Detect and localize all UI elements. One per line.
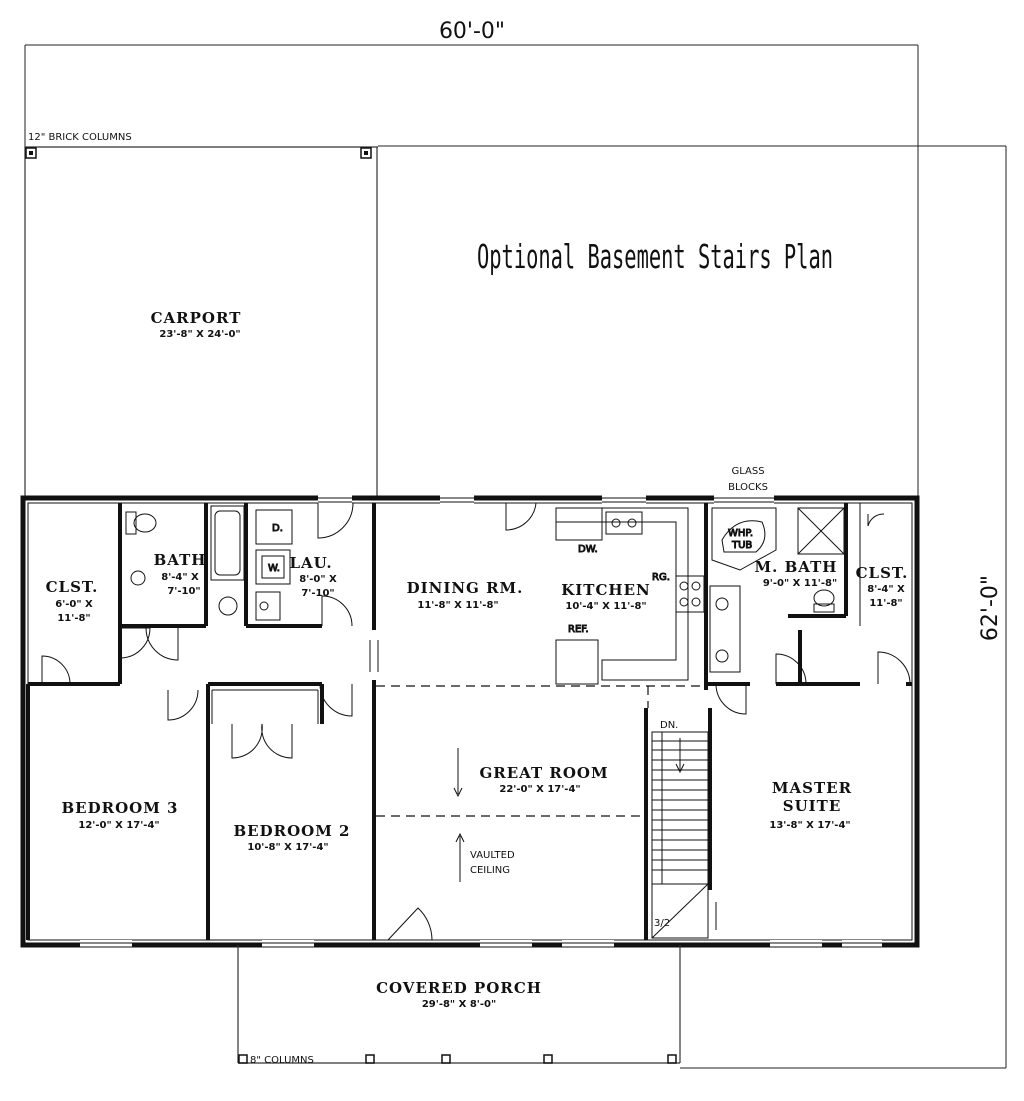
depth-dimension: 62'-0" [378,145,1007,1069]
glass-blocks-label-2: BLOCKS [728,482,768,493]
vaulted-label: VAULTED [470,850,515,861]
kitchen-size: 10'-4" X 11'-8" [565,601,646,612]
dining-size: 11'-8" X 11'-8" [417,600,498,611]
master-suite-name-2: SUITE [783,797,842,815]
whirlpool-tub [711,507,777,571]
room-divisions [376,685,706,817]
porch-column [441,1054,451,1064]
exterior-walls [20,495,920,950]
laundry-size-2: 7'-10" [301,588,334,599]
brick-columns-note: 12" BRICK COLUMNS [28,132,132,143]
clst-right-size-2: 11'-8" [869,598,902,609]
bath-size-1: 8'-4" X [161,572,199,583]
tub-label: TUB [731,540,752,551]
master-bath-size: 9'-0" X 11'-8" [763,578,837,589]
bath-name: BATH [154,551,207,569]
clst-right-name: CLST. [856,564,909,582]
stairs-fraction-label: 3/2 [654,918,670,929]
laundry-name: LAU. [289,554,332,572]
covered-porch: 8" COLUMNS COVERED PORCH 29'-8" X 8'-0" [237,945,681,1066]
porch-column [543,1054,553,1064]
master-bath-fixtures: WHP. TUB [709,507,845,673]
master-suite-name: MASTER [772,779,852,797]
dryer-label: D. [272,523,283,534]
covered-porch-name: COVERED PORCH [376,979,542,997]
vaulted-arrows [453,748,465,882]
porch-column [238,1054,248,1064]
bath-size-2: 7'-10" [167,586,200,597]
great-room-name: GREAT ROOM [479,764,608,782]
ceiling-label: CEILING [470,865,510,876]
interior-walls [26,503,912,940]
master-suite-size: 13'-8" X 17'-4" [769,820,850,831]
depth-dimension-label: 62'-0" [978,575,1003,641]
bedroom-3-name: BEDROOM 3 [62,799,179,817]
width-dimension: 60'-0" [24,19,919,500]
porch-columns-note: 8" COLUMNS [250,1055,314,1066]
carport-size: 23'-8" X 24'-0" [159,329,240,340]
kitchen-name: KITCHEN [561,581,650,599]
porch-column [667,1054,677,1064]
doors [41,502,911,941]
porch-column [365,1054,375,1064]
room-labels: GLASS BLOCKS CLST. 6'-0" X 11'-8" BATH 8… [46,466,909,876]
stairs-down-label: DN. [660,720,678,731]
brick-column [360,147,372,159]
bedroom-2-size: 10'-8" X 17'-4" [247,842,328,853]
clst-left-name: CLST. [46,578,99,596]
great-room-size: 22'-0" X 17'-4" [499,784,580,795]
carport-name: CARPORT [151,309,242,327]
dryer [255,509,293,545]
dining-name: DINING RM. [407,579,524,597]
stairs: DN. 3/2 [651,720,717,939]
master-bath-name: M. BATH [755,558,838,576]
clst-left-size-2: 11'-8" [57,613,90,624]
range-label: RG. [652,572,670,583]
whirlpool-label: WHP. [728,528,753,539]
clst-left-size-1: 6'-0" X [55,599,93,610]
basement-plan-note: Optional Basement Stairs Plan [477,237,833,276]
glass-blocks-label: GLASS [731,466,764,477]
clst-right-size-1: 8'-4" X [867,584,905,595]
refrigerator [555,639,599,685]
dishwasher-label: DW. [578,544,598,555]
bath-fixtures: D. W. [125,505,293,621]
range [675,575,705,613]
carport-area: 12" BRICK COLUMNS CARPORT 23'-8" X 24'-0… [24,132,378,500]
brick-column [25,147,37,159]
laundry-size-1: 8'-0" X [299,574,337,585]
bedroom-3-size: 12'-0" X 17'-4" [78,820,159,831]
kitchen-fixtures: DW. RG. REF. [555,507,705,685]
covered-porch-size: 29'-8" X 8'-0" [422,999,496,1010]
washer [255,549,291,585]
bedroom-2-name: BEDROOM 2 [234,822,351,840]
refrigerator-label: REF. [568,624,589,635]
width-dimension-label: 60'-0" [439,19,505,44]
washer-label: W. [268,563,280,574]
